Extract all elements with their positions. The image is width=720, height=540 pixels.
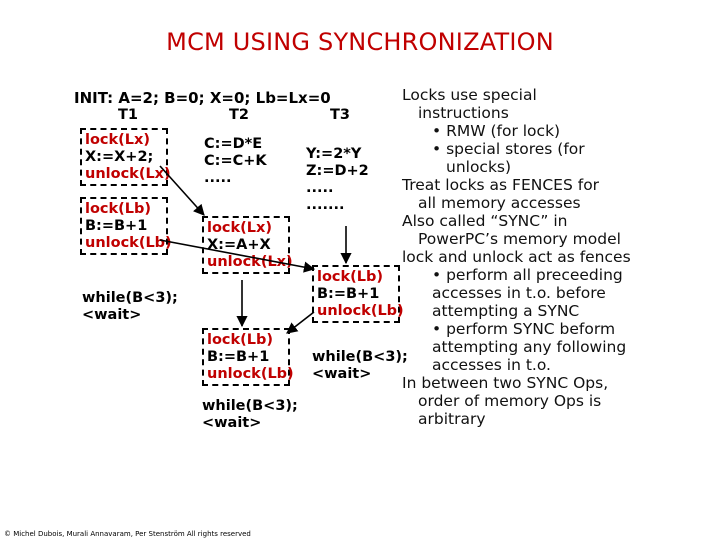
note-line: • RMW (for lock) [432,122,561,140]
note-line: attempting a SYNC [432,302,580,320]
t2-pre-statements: C:=D*E C:=C+K ..... [204,136,267,187]
t1-lock-lx: lock(Lx) [85,132,151,148]
t2-lock-lb: lock(Lb) [207,332,274,348]
note-line: unlocks) [446,158,512,176]
note-line: order of memory Ops is [418,392,602,410]
note-line: accesses in t.o. [432,356,551,374]
t2-while: while(B<3); [202,398,298,414]
note-line: • special stores (for [432,140,585,158]
note-line: • perform all preceeding [432,266,623,284]
t2-wait: <wait> [202,415,262,431]
t2-lock-lx: lock(Lx) [207,220,273,236]
slide-title: MCM USING SYNCHRONIZATION [166,28,554,56]
arrow-t3-unlock-lb-to-t2-lock-lb [286,311,315,334]
note-line: arbitrary [418,410,486,428]
copyright-footer: © Michel Dubois, Murali Annavaram, Per S… [4,530,251,538]
t2-stmt-3: ..... [204,170,232,186]
t1-unlock-lx: unlock(Lx) [85,166,171,182]
note-line: accesses in t.o. before [432,284,606,302]
t3-wait: <wait> [312,366,372,382]
note-line: • perform SYNC beform [432,320,616,338]
t3-pre-statements: Y:=2*Y Z:=D+2 ..... ....... [306,146,369,214]
note-line: lock and unlock act as fences [402,248,631,266]
t1-lx-critical-section: lock(Lx) X:=X+2; unlock(Lx) [80,128,171,186]
t3-stmt-3: ..... [306,180,334,196]
thread-label-t1: T1 [118,107,138,123]
note-line: all memory accesses [418,194,581,212]
t2-wait-loop: while(B<3); <wait> [202,398,298,432]
t3-unlock-lb: unlock(Lb) [317,303,404,319]
note-line: Also called “SYNC” in [402,212,568,230]
t3-b-update: B:=B+1 [317,286,380,302]
init-line: INIT: A=2; B=0; X=0; Lb=Lx=0 [74,89,331,107]
t2-stmt-1: C:=D*E [204,136,263,152]
t1-wait-loop: while(B<3); <wait> [82,290,178,324]
t3-stmt-1: Y:=2*Y [306,146,362,162]
t3-stmt-4: ....... [306,197,345,213]
t1-while: while(B<3); [82,290,178,306]
note-line: Treat locks as FENCES for [402,176,600,194]
t2-unlock-lx: unlock(Lx) [207,254,293,270]
t1-lb-critical-section: lock(Lb) B:=B+1 unlock(Lb) [80,197,172,255]
t3-lb-critical-section: lock(Lb) B:=B+1 unlock(Lb) [312,265,404,323]
note-line: PowerPC’s memory model [418,230,621,248]
t2-lx-critical-section: lock(Lx) X:=A+X unlock(Lx) [202,216,293,274]
note-line: Locks use special [402,86,537,104]
t3-lock-lb: lock(Lb) [317,269,384,285]
t1-unlock-lb: unlock(Lb) [85,235,172,251]
thread-label-t3: T3 [330,107,350,123]
t1-wait: <wait> [82,307,142,323]
t3-while: while(B<3); [312,349,408,365]
arrow-t1-unlock-lb-to-t3-lock-lb [159,239,316,273]
t3-wait-loop: while(B<3); <wait> [312,349,408,383]
t1-b-update: B:=B+1 [85,218,148,234]
t1-x-update: X:=X+2; [85,149,154,165]
note-line: instructions [418,104,509,122]
note-line: In between two SYNC Ops, [402,374,609,392]
note-line: attempting any following [432,338,627,356]
t1-lock-lb: lock(Lb) [85,201,152,217]
thread-label-t2: T2 [229,107,249,123]
t2-b-update: B:=B+1 [207,349,270,365]
t2-unlock-lb: unlock(Lb) [207,366,294,382]
arrow-t1-unlock-lx-to-t2-lock-lx [159,165,205,216]
t2-stmt-2: C:=C+K [204,153,267,169]
t2-x-update: X:=A+X [207,237,271,253]
t3-stmt-2: Z:=D+2 [306,163,369,179]
t2-lb-critical-section: lock(Lb) B:=B+1 unlock(Lb) [202,328,294,386]
